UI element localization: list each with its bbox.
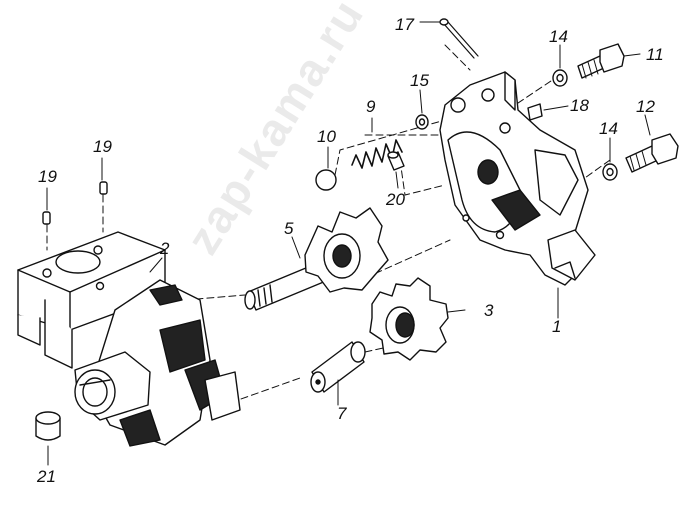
drive-gear-shaft-part-5	[244, 207, 389, 311]
driven-gear-part-3	[369, 277, 449, 361]
axle-part-7	[310, 341, 366, 393]
dowel-pins-part-19	[42, 181, 108, 225]
callout-17: 17	[395, 15, 414, 34]
leader-lines	[46, 21, 651, 466]
callout-5: 5	[284, 219, 294, 238]
plug-part-18	[527, 103, 543, 121]
lock-washers-part-14	[552, 69, 618, 181]
callout-19a: 19	[38, 167, 57, 186]
callout-10: 10	[317, 127, 336, 146]
callout-14b: 14	[599, 119, 618, 138]
callout-18: 18	[570, 96, 589, 115]
callout-19b: 19	[93, 137, 112, 156]
callout-14a: 14	[549, 27, 568, 46]
callout-11: 11	[646, 45, 664, 64]
ball-part-10	[315, 169, 337, 191]
plug-part-21	[35, 411, 61, 441]
cotter-pin-part-17	[439, 18, 479, 59]
callout-21: 21	[37, 467, 56, 486]
callout-3: 3	[484, 301, 494, 320]
callout-12: 12	[636, 97, 655, 116]
callout-9: 9	[366, 97, 376, 116]
pump-body-part-2	[17, 231, 241, 447]
callout-20: 20	[386, 190, 405, 209]
callout-1: 1	[552, 317, 562, 336]
bolt-part-12	[625, 133, 679, 173]
callout-7: 7	[337, 404, 347, 423]
callout-15: 15	[410, 71, 429, 90]
washer-part-15	[415, 114, 429, 130]
bolt-part-11	[577, 43, 625, 79]
plunger-part-20	[387, 151, 405, 171]
pump-cover-part-1	[439, 71, 596, 286]
callout-2: 2	[160, 239, 170, 258]
